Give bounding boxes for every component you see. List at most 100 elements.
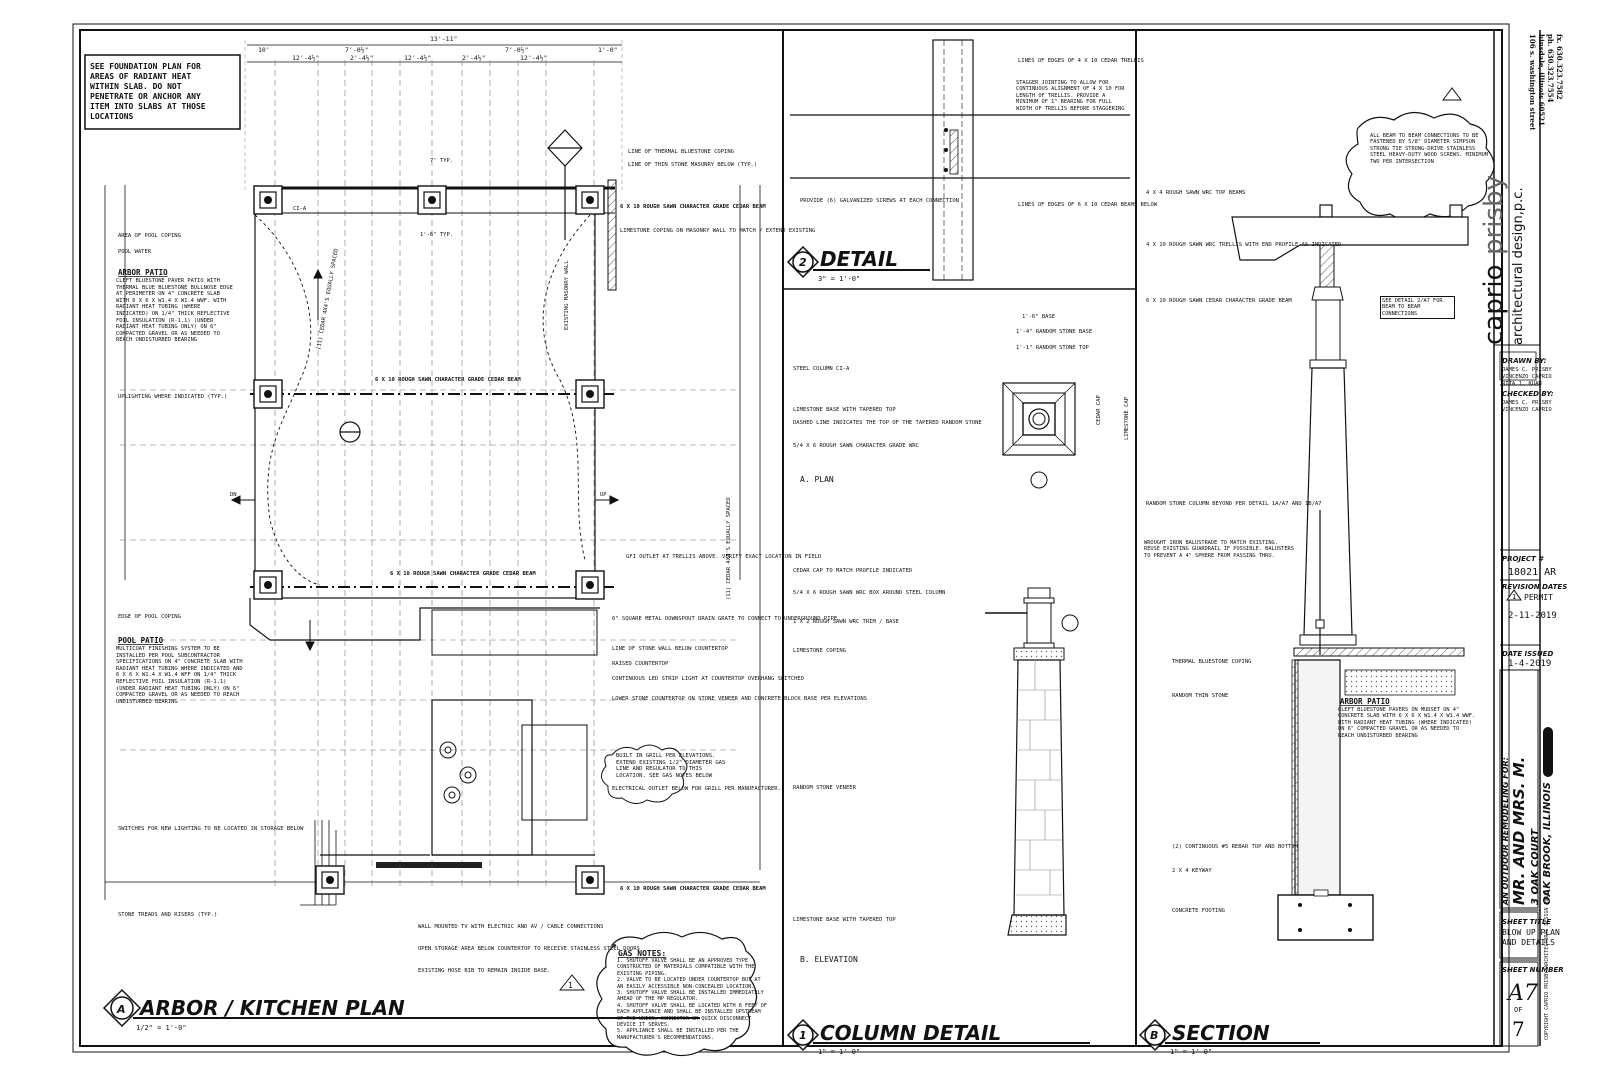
title-block: 1 xyxy=(1494,344,1553,1047)
svg-text:1: 1 xyxy=(1512,593,1516,601)
column-note: LIMESTONE CAP xyxy=(1124,396,1130,440)
checked-by-name: JAMES C. PRISBY xyxy=(1502,400,1552,406)
dim-label: 7'-0½" xyxy=(505,46,528,54)
callout: WALL MOUNTED TV WITH ELECTRIC AND AV / C… xyxy=(418,924,603,930)
section-note: RANDOM THIN STONE xyxy=(1172,693,1228,699)
copyright: COPYRIGHT CAPRIO PRISBY ARCHITECTURAL DE… xyxy=(1544,892,1550,1040)
detail-2 xyxy=(786,39,1130,281)
gas-note: 3. SHUTOFF VALVE SHALL BE INSTALLED IMME… xyxy=(617,990,764,1003)
project-line: AN OUTDOOR REMODELING FOR: xyxy=(1501,757,1510,906)
steel-column-ci-a xyxy=(575,379,605,409)
steel-column-ci-a xyxy=(315,865,345,895)
pool-patio-note: MULTICOAT FINISHING SYSTEM TO BE INSTALL… xyxy=(116,646,243,705)
section-b xyxy=(1138,87,1495,1052)
section-note: RANDOM STONE COLUMN BEYOND PER DETAIL 1A… xyxy=(1146,501,1322,507)
dim-label: 12'-4½" xyxy=(520,54,547,62)
callout: RAISED COUNTERTOP xyxy=(612,661,669,667)
column-note: 1'-4" RANDOM STONE BASE xyxy=(1016,329,1092,335)
section-title: SECTION xyxy=(1172,1021,1270,1045)
column-tag: CI-A xyxy=(293,206,307,212)
callout: EXISTING HOSE BIB TO REMAIN INSIDE BASE. xyxy=(418,968,550,974)
callout: GFI OUTLET AT TRELLIS ABOVE. VERIFY EXAC… xyxy=(626,554,821,560)
section-note: 6 X 10 ROUGH SAWN CEDAR CHARACTER GRADE … xyxy=(1146,298,1292,304)
callout: 6 X 10 ROUGH SAWN CHARACTER GRADE CEDAR … xyxy=(620,204,766,210)
callout: 6" SQUARE METAL DOWNSPOUT DRAIN GRATE TO… xyxy=(612,616,837,622)
section-note: (2) CONTINUOUS #5 REBAR TOP AND BOTTOM xyxy=(1172,844,1299,850)
callout: OPEN STORAGE AREA BELOW COUNTERTOP TO RE… xyxy=(418,946,640,952)
plan-title: ARBOR / KITCHEN PLAN xyxy=(138,996,405,1020)
column-note: 1 X 2 ROUGH SAWN WRC TRIM / BASE xyxy=(793,619,899,625)
column-note: LIMESTONE BASE WITH TAPERED TOP xyxy=(793,917,896,923)
callout: LINE OF THERMAL BLUESTONE COPING xyxy=(628,149,734,155)
firm-address: hinsdale, illinois 60521 xyxy=(1537,34,1546,126)
callout: STONE TREADS AND RISERS (TYP.) xyxy=(118,912,217,918)
firm-logo-subtitle: architectural design,p.c. xyxy=(1511,187,1526,345)
svg-text:1: 1 xyxy=(568,981,573,990)
dim-label: 1'-0" xyxy=(598,46,618,54)
detail-scale: 3" = 1'-0" xyxy=(818,275,860,283)
callout: LIMESTONE COPING ON MASONRY WALL TO MATC… xyxy=(620,228,815,234)
column-marker: 1 xyxy=(799,1029,807,1042)
callout: UPLIGHTING WHERE INDICATED (TYP.) xyxy=(118,394,227,400)
plan-note-line: ITEM INTO SLABS AT THOSE xyxy=(90,102,206,111)
gas-note: 1. SHUTOFF VALVE SHALL BE AN APPROVED TY… xyxy=(617,958,755,977)
callout: ELECTRICAL OUTLET BELOW FOR GRILL PER MA… xyxy=(612,786,781,792)
gas-note: 5. APPLIANCE SHALL BE INSTALLED PER THE … xyxy=(617,1028,739,1041)
column-note: LIMESTONE BASE WITH TAPERED TOP xyxy=(793,407,896,413)
column-note: 1'-1" RANDOM STONE TOP xyxy=(1016,345,1090,351)
steel-column-ci-a xyxy=(253,570,283,600)
callout: LINE OF STONE WALL BELOW COUNTERTOP xyxy=(612,646,729,652)
plan-marker: A xyxy=(116,1003,126,1016)
steel-column-ci-a xyxy=(575,185,605,215)
section-note: 4 X 4 ROUGH SAWN WRC TOP BEAMS xyxy=(1146,190,1245,196)
plan-scale: 1/2" = 1'-0" xyxy=(136,1024,187,1032)
section-patio-note: CLEFT BLUESTONE PAVERS ON MUDSET ON 4" C… xyxy=(1338,707,1476,739)
dim-label: 2'-4½" xyxy=(462,54,485,62)
callout: LOWER STONE COUNTERTOP ON STONE VENEER A… xyxy=(612,696,867,702)
column-note: DASHED LINE INDICATES THE TOP OF THE TAP… xyxy=(793,420,982,426)
arbor-patio-note: CLEFT BLUESTONE PAVER PATIO WITH THERMAL… xyxy=(116,278,233,344)
column-title: COLUMN DETAIL xyxy=(820,1021,1001,1045)
column-note: 1'-6" BASE xyxy=(1022,314,1055,320)
section-heading: ARBOR PATIO xyxy=(1340,697,1390,706)
date-issued: 1-4-2019 xyxy=(1508,659,1551,669)
column-note: CEDAR CAP TO MATCH PROFILE INDICATED xyxy=(793,568,912,574)
wall-label: EXISTING MASONRY WALL xyxy=(564,260,570,330)
steel-column-ci-a xyxy=(253,379,283,409)
callout-heading: POOL PATIO xyxy=(118,636,164,645)
drawn-by-label: DRAWN BY: xyxy=(1502,357,1547,365)
callout: 6 X 10 ROUGH SAWN CHARACTER GRADE CEDAR … xyxy=(620,886,766,892)
project-address: 3 OAK COURT xyxy=(1530,828,1541,905)
revision-label: REVISION DATES xyxy=(1502,583,1567,591)
dim-label: 12'-4½" xyxy=(292,54,319,62)
firm-address: 106 s. washington street xyxy=(1528,34,1537,131)
firm-address: ph. 630.323.7554 xyxy=(1546,34,1555,103)
section-connection-note: ALL BEAM TO BEAM CONNECTIONS TO BE FASTE… xyxy=(1370,133,1488,165)
project-number: 18021 AR xyxy=(1508,567,1557,578)
column-note: 5/4 X 6 ROUGH SAWN CHARACTER GRADE WRC xyxy=(793,443,919,449)
section-marker: B xyxy=(1150,1029,1158,1042)
column-view-label: A. PLAN xyxy=(800,475,834,484)
sheet-number: A7 xyxy=(1506,981,1538,1006)
dim-label: 2'-4½" xyxy=(350,54,373,62)
section-note: CONCRETE FOOTING xyxy=(1172,908,1225,914)
beam-label: 6 X 10 ROUGH SAWN CHARACTER GRADE CEDAR … xyxy=(375,377,521,383)
dim-label: 10' xyxy=(258,46,270,54)
project-city: OAK BROOK, ILLINOIS xyxy=(1542,782,1553,905)
grill-callout: BUILT IN GRILL PER ELEVATIONS. EXTEND EX… xyxy=(616,753,726,779)
column-view-label: B. ELEVATION xyxy=(800,955,858,964)
project-client: MR. AND MRS. M. xyxy=(1510,757,1528,905)
gas-note: 4. SHUTOFF VALVE SHALL BE LOCATED WITH 6… xyxy=(617,1002,767,1029)
sheet-title-label: SHEET TITLE xyxy=(1502,918,1551,926)
dim-label: 7' TYP. xyxy=(430,158,453,164)
callout: SWITCHES FOR NEW LIGHTING TO BE LOCATED … xyxy=(118,826,304,832)
arbor-kitchen-plan: 1 xyxy=(84,40,761,1057)
of-label: OF xyxy=(1514,1006,1522,1014)
beam-label: 6 X 10 ROUGH SAWN CHARACTER GRADE CEDAR … xyxy=(390,571,536,577)
plan-note-line: AREAS OF RADIANT HEAT xyxy=(90,72,191,81)
dim-label: 13'-11" xyxy=(430,35,457,43)
project-label: PROJECT # xyxy=(1502,555,1544,563)
firm-logo-prisby: prisby xyxy=(1479,175,1509,255)
